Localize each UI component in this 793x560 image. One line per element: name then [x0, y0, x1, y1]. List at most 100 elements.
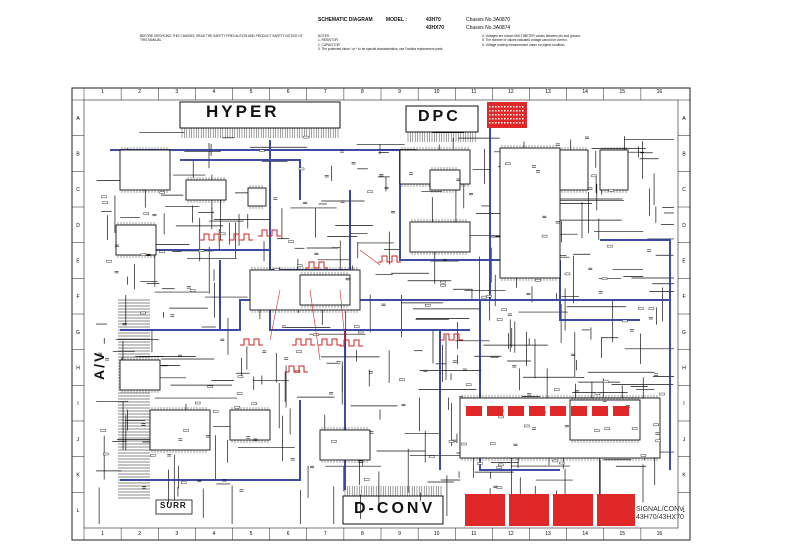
- dconv-label: D-CONV: [354, 500, 436, 517]
- dpc-label: DPC: [418, 108, 461, 125]
- column-number: 11: [471, 89, 476, 95]
- row-letter: B: [682, 152, 686, 158]
- column-number: 16: [657, 531, 663, 537]
- model-43h70: 43H70: [426, 17, 441, 23]
- chassis-1: Chassis No.3A0870: [466, 17, 511, 23]
- column-number: 10: [434, 89, 440, 95]
- waveform: [378, 255, 401, 263]
- column-number: 7: [324, 531, 327, 537]
- dconv-block: [342, 495, 444, 525]
- column-number: 3: [175, 89, 178, 95]
- waveform: [305, 261, 328, 269]
- ic-chip: [119, 359, 161, 391]
- row-letter: C: [76, 187, 80, 193]
- notes-left: NOTES: 1. RESISTOR 2. CAPACITOR 3. The p…: [318, 34, 478, 82]
- row-letter: A: [76, 116, 80, 122]
- note-protected: 3. The protected value ! or * to be spec…: [318, 47, 443, 52]
- column-number: 14: [582, 531, 588, 537]
- waveform: [292, 338, 315, 346]
- corner-label: SIGNAL/CONV 43H70/43HX70: [636, 506, 684, 522]
- red-chip-row: [466, 106, 629, 416]
- column-number: 3: [175, 531, 178, 537]
- dpc-block: [405, 105, 479, 133]
- column-number: 1: [101, 531, 104, 537]
- column-number: 2: [138, 531, 141, 537]
- column-number: 4: [213, 89, 216, 95]
- row-letter: C: [682, 187, 686, 193]
- ic-chip: [499, 147, 561, 279]
- column-number: 15: [620, 531, 626, 537]
- row-letter: B: [76, 152, 80, 158]
- note-5: 5. The number of values indicated voltag…: [482, 38, 568, 43]
- red-chip: [508, 406, 524, 416]
- model-label: MODEL :: [386, 17, 408, 23]
- hyper-block: [179, 101, 341, 129]
- row-letter: E: [682, 259, 686, 265]
- waveforms: [200, 229, 463, 373]
- notes-right: 4. Voltages are shown MULTIMETER values …: [482, 34, 632, 64]
- red-chip: [529, 406, 545, 416]
- ic-chip: [559, 149, 589, 191]
- waveform: [285, 365, 308, 373]
- red-chip: [487, 406, 503, 416]
- waveform: [258, 229, 281, 237]
- ic-chip: [119, 149, 171, 191]
- sheet-inner-frame: [83, 99, 679, 529]
- red-chip: [550, 406, 566, 416]
- note-capacitor: 2. CAPACITOR: [318, 42, 340, 47]
- av-label: A/V: [91, 350, 107, 380]
- row-letter: L: [77, 508, 80, 514]
- row-letter: D: [682, 223, 686, 229]
- column-number: 4: [213, 531, 216, 537]
- surr-block: [155, 499, 193, 515]
- red-chip: [466, 406, 482, 416]
- ic-chip: [429, 169, 461, 191]
- column-number: 10: [434, 531, 440, 537]
- column-number: 9: [398, 89, 401, 95]
- row-letter: G: [76, 330, 80, 336]
- red-box-bottom-group: [465, 494, 635, 526]
- column-number: 5: [250, 531, 253, 537]
- column-labels: 1122334455667788991010111112121313141415…: [101, 89, 662, 537]
- schematic-title: SCHEMATIC DIAGRAM: [318, 17, 373, 23]
- surr-label: SURR: [160, 501, 187, 510]
- ic-chip: [319, 429, 371, 461]
- column-number: 12: [508, 89, 514, 95]
- column-number: 15: [620, 89, 626, 95]
- column-number: 16: [657, 89, 663, 95]
- ic-chip: [299, 274, 351, 306]
- corner-label-line1: SIGNAL/CONV: [636, 506, 684, 513]
- row-letter: J: [683, 437, 686, 443]
- row-letter: F: [682, 294, 685, 300]
- ic-chip: [149, 409, 211, 451]
- grid-ticks: [72, 88, 690, 540]
- red-chip: [571, 406, 587, 416]
- row-letter: L: [683, 508, 686, 514]
- row-letter: G: [682, 330, 686, 336]
- ic-chip: [599, 149, 629, 191]
- row-letter: K: [682, 473, 686, 479]
- components: [98, 135, 665, 492]
- column-number: 13: [545, 531, 551, 537]
- waveform: [200, 233, 223, 241]
- waveform: [230, 233, 253, 241]
- row-letter: A: [682, 116, 686, 122]
- row-letter: H: [682, 366, 686, 372]
- row-letter: J: [77, 437, 80, 443]
- column-number: 1: [101, 89, 104, 95]
- notes-heading: NOTES:: [318, 34, 330, 38]
- red-chip: [592, 406, 608, 416]
- column-number: 11: [471, 531, 476, 537]
- column-number: 9: [398, 531, 401, 537]
- ic-chip: [115, 224, 157, 256]
- row-letter: K: [76, 473, 80, 479]
- model-43hx70: 43HX70: [426, 25, 445, 31]
- waveform: [240, 338, 263, 346]
- ic-chip: [229, 409, 271, 441]
- column-number: 2: [138, 89, 141, 95]
- row-letter: E: [76, 259, 80, 265]
- column-number: 8: [361, 89, 364, 95]
- note-4: 4. Voltages are shown MULTIMETER values …: [482, 34, 581, 38]
- column-number: 6: [287, 89, 290, 95]
